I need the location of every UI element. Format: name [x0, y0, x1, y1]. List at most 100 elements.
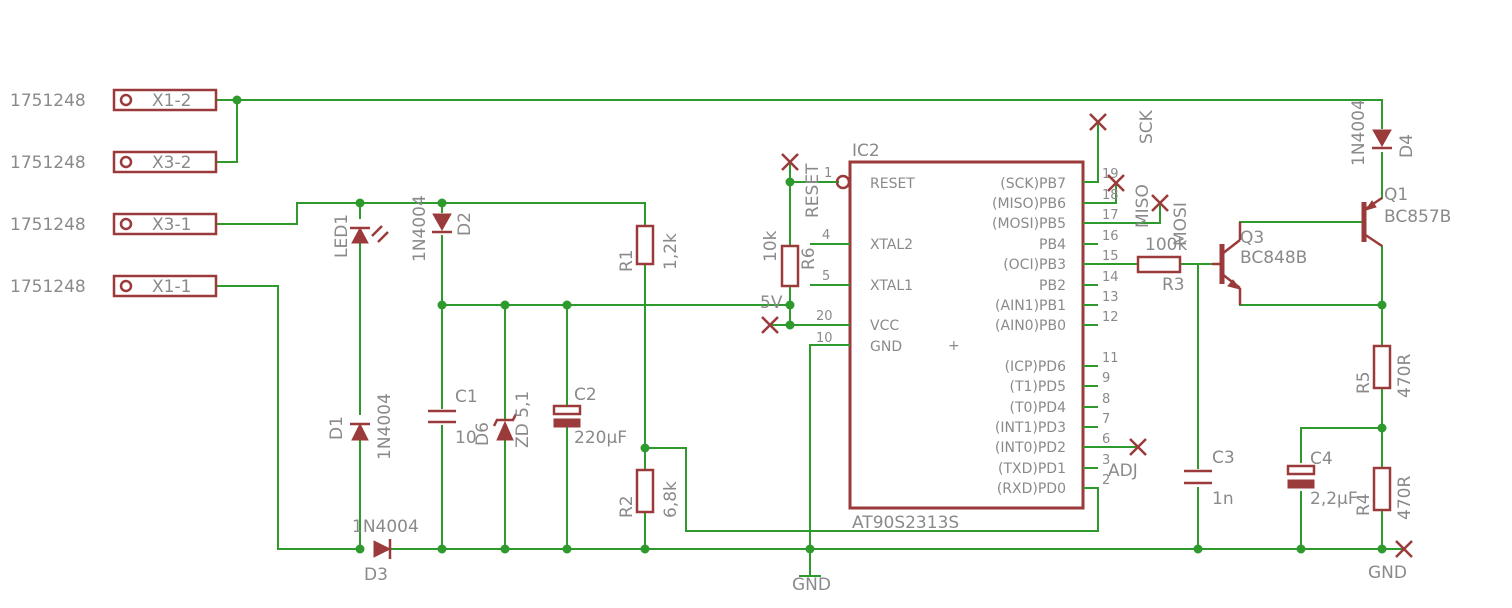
r5-ref: R5	[1354, 371, 1374, 394]
ic2-pin-name: (MISO)PB6	[992, 196, 1066, 212]
ic2-pin-num: 12	[1102, 310, 1119, 325]
junction	[355, 544, 365, 554]
r6-ref: R6	[799, 247, 819, 270]
no-connect-mosi	[1151, 194, 1169, 212]
ic2-pin-num: 5	[822, 269, 830, 284]
ic2-pin-name: GND	[870, 339, 902, 355]
c1-symbol: C1 10	[428, 387, 478, 448]
c3-ref: C3	[1212, 448, 1235, 468]
d3-value: 1N4004	[352, 517, 419, 537]
c3-symbol: C3 1n	[1184, 448, 1235, 509]
ic2-pin-num: 2	[1102, 473, 1110, 488]
ic2-pin-name: (T1)PD5	[1009, 379, 1066, 395]
r2-ref: R2	[617, 495, 637, 518]
ic2-pin-name: XTAL1	[870, 278, 913, 294]
ic2-pin-num: 15	[1102, 249, 1119, 264]
junction	[562, 544, 572, 554]
r5-symbol: R5 470R	[1354, 344, 1415, 398]
ic2-pin-num: 6	[1102, 432, 1110, 447]
c3-value: 1n	[1212, 489, 1234, 509]
ic2-pin-name: RESET	[870, 176, 915, 192]
ic2-pin-name: (MOSI)PB5	[992, 216, 1066, 232]
junction	[500, 544, 510, 554]
ic2-pin-name: (TXD)PD1	[998, 461, 1066, 477]
r3-ref: R3	[1162, 275, 1185, 295]
ic2-right-pins	[1083, 181, 1098, 489]
connector-part-label: 1751248	[10, 215, 86, 235]
ic2-ref: IC2	[852, 141, 880, 161]
junction	[1296, 544, 1306, 554]
no-connect-reset	[781, 153, 799, 171]
net-label-reset: RESET	[803, 163, 823, 218]
junction	[1377, 544, 1387, 554]
svg-text:+: +	[948, 338, 960, 354]
ic2-pin-num: 7	[1102, 412, 1110, 427]
d3-symbol: 1N4004 D3	[352, 517, 419, 585]
d6-ref: D6	[473, 422, 493, 446]
ic2-pin-num: 9	[1102, 371, 1110, 386]
junction	[785, 300, 795, 310]
no-connect-miso	[1107, 174, 1125, 192]
c2-value: 220µF	[574, 428, 627, 448]
d2-symbol: 1N4004 D2	[410, 195, 475, 262]
d4-value: 1N4004	[1349, 99, 1369, 166]
net-label-5v: 5V	[760, 293, 783, 313]
ic2-pin-name: (RXD)PD0	[997, 481, 1066, 497]
d6-value: ZD 5,1	[513, 391, 533, 448]
c2-symbol: C2 220µF	[552, 385, 627, 448]
ic2-pin-name: PB4	[1039, 237, 1066, 253]
ic2-value: AT90S2313S	[852, 513, 959, 533]
r2-value: 6,8k	[661, 481, 681, 518]
d4-ref: D4	[1397, 134, 1417, 158]
ic2-pin-name: PB2	[1039, 278, 1066, 294]
r4-ref: R4	[1354, 493, 1374, 516]
r3-symbol: 100k R3	[1136, 235, 1187, 295]
r3-value: 100k	[1145, 235, 1187, 255]
ic2-pin-num: 13	[1102, 290, 1119, 305]
c2-ref: C2	[574, 385, 597, 405]
ic2-pin-num: 19	[1102, 167, 1119, 182]
c1-value: 10	[455, 428, 477, 448]
d1-value: 1N4004	[375, 393, 395, 460]
net-label-sck: SCK	[1137, 109, 1157, 144]
ic2-pin-num: 10	[816, 331, 833, 346]
net-label-miso: MISO	[1133, 184, 1153, 228]
junction	[355, 198, 365, 208]
d3-ref: D3	[364, 565, 388, 585]
connector-name-label: X3-1	[152, 215, 191, 235]
ic2-pin-num: 3	[1102, 453, 1110, 468]
r5-value: 470R	[1395, 354, 1415, 398]
connector-x1-1: 1751248 X1-1	[10, 274, 218, 298]
no-connect-5v	[761, 316, 779, 334]
ic2-pin-name: (ICP)PD6	[1005, 359, 1066, 375]
c4-ref: C4	[1310, 449, 1333, 469]
ic2-pin-name: (T0)PD4	[1009, 400, 1066, 416]
led1-symbol: LED1	[332, 214, 389, 258]
q3-ref: Q3	[1240, 228, 1264, 248]
d4-symbol: 1N4004 D4	[1349, 99, 1417, 166]
r1-ref: R1	[617, 249, 637, 272]
r4-value: 470R	[1395, 476, 1415, 520]
r6-value: 10k	[761, 230, 781, 262]
c1-ref: C1	[455, 387, 478, 407]
net-label-mosi: MOSI	[1171, 202, 1191, 246]
junction	[500, 300, 510, 310]
net-label-gnd: GND	[792, 575, 831, 595]
ic2-pin-name: (OCI)PB3	[1003, 257, 1066, 273]
connector-name-label: X1-1	[152, 277, 191, 297]
q1-ref: Q1	[1384, 185, 1408, 205]
connector-x1-2: 1751248 X1-2	[10, 88, 218, 112]
q3-value: BC848B	[1240, 248, 1307, 268]
d1-symbol: D1 1N4004	[327, 393, 395, 460]
connector-name-label: X3-2	[152, 153, 191, 173]
ic2-pin-name: XTAL2	[870, 237, 913, 253]
junction	[562, 300, 572, 310]
d2-value: 1N4004	[410, 195, 430, 262]
ic2-pin-num: 14	[1102, 270, 1119, 285]
junction	[437, 300, 447, 310]
c4-symbol: C4 2,2µF	[1286, 449, 1358, 509]
junction	[1193, 544, 1203, 554]
connector-part-label: 1751248	[10, 277, 86, 297]
ic2-pin-name: (SCK)PB7	[1000, 176, 1066, 192]
